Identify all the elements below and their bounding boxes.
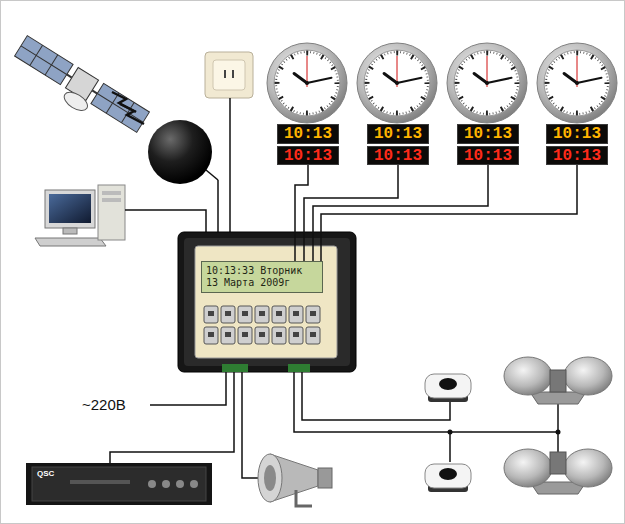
node-text: 10:13 (284, 148, 332, 164)
brand-label: QSC (37, 469, 54, 478)
wire-line (313, 165, 488, 261)
wire (295, 165, 308, 261)
digital-display: 10:13 (546, 124, 608, 144)
node-text: 10:13 (284, 126, 332, 142)
digital-display: 10:13 (457, 124, 519, 144)
digital-display: 10:13 (546, 146, 608, 165)
node-text: 10:13 (374, 126, 422, 142)
digital-display: 10:13 (277, 146, 339, 165)
digital-display: 10:13 (457, 146, 519, 165)
wire (304, 165, 398, 261)
wire (321, 165, 577, 261)
node-text: 13 Марта 2009г (206, 277, 318, 289)
node-text: 10:13 (374, 148, 422, 164)
wire-line (304, 165, 398, 261)
digital-display: 10:13 (277, 124, 339, 144)
wire-line (321, 165, 577, 261)
node-text: 10:13 (553, 126, 601, 142)
wire-line (295, 165, 308, 261)
node-text: 10:13 (464, 126, 512, 142)
digital-display: 10:13 (367, 146, 429, 165)
node-text: 10:13 (553, 148, 601, 164)
lcd-screen: 10:13:33 Вторник13 Марта 2009г (201, 261, 323, 293)
node-text: 10:13 (464, 148, 512, 164)
node-text: 10:13:33 Вторник (206, 265, 318, 277)
digital-display: 10:13 (367, 124, 429, 144)
wire (313, 165, 488, 261)
power-label: ~220В (82, 396, 126, 413)
